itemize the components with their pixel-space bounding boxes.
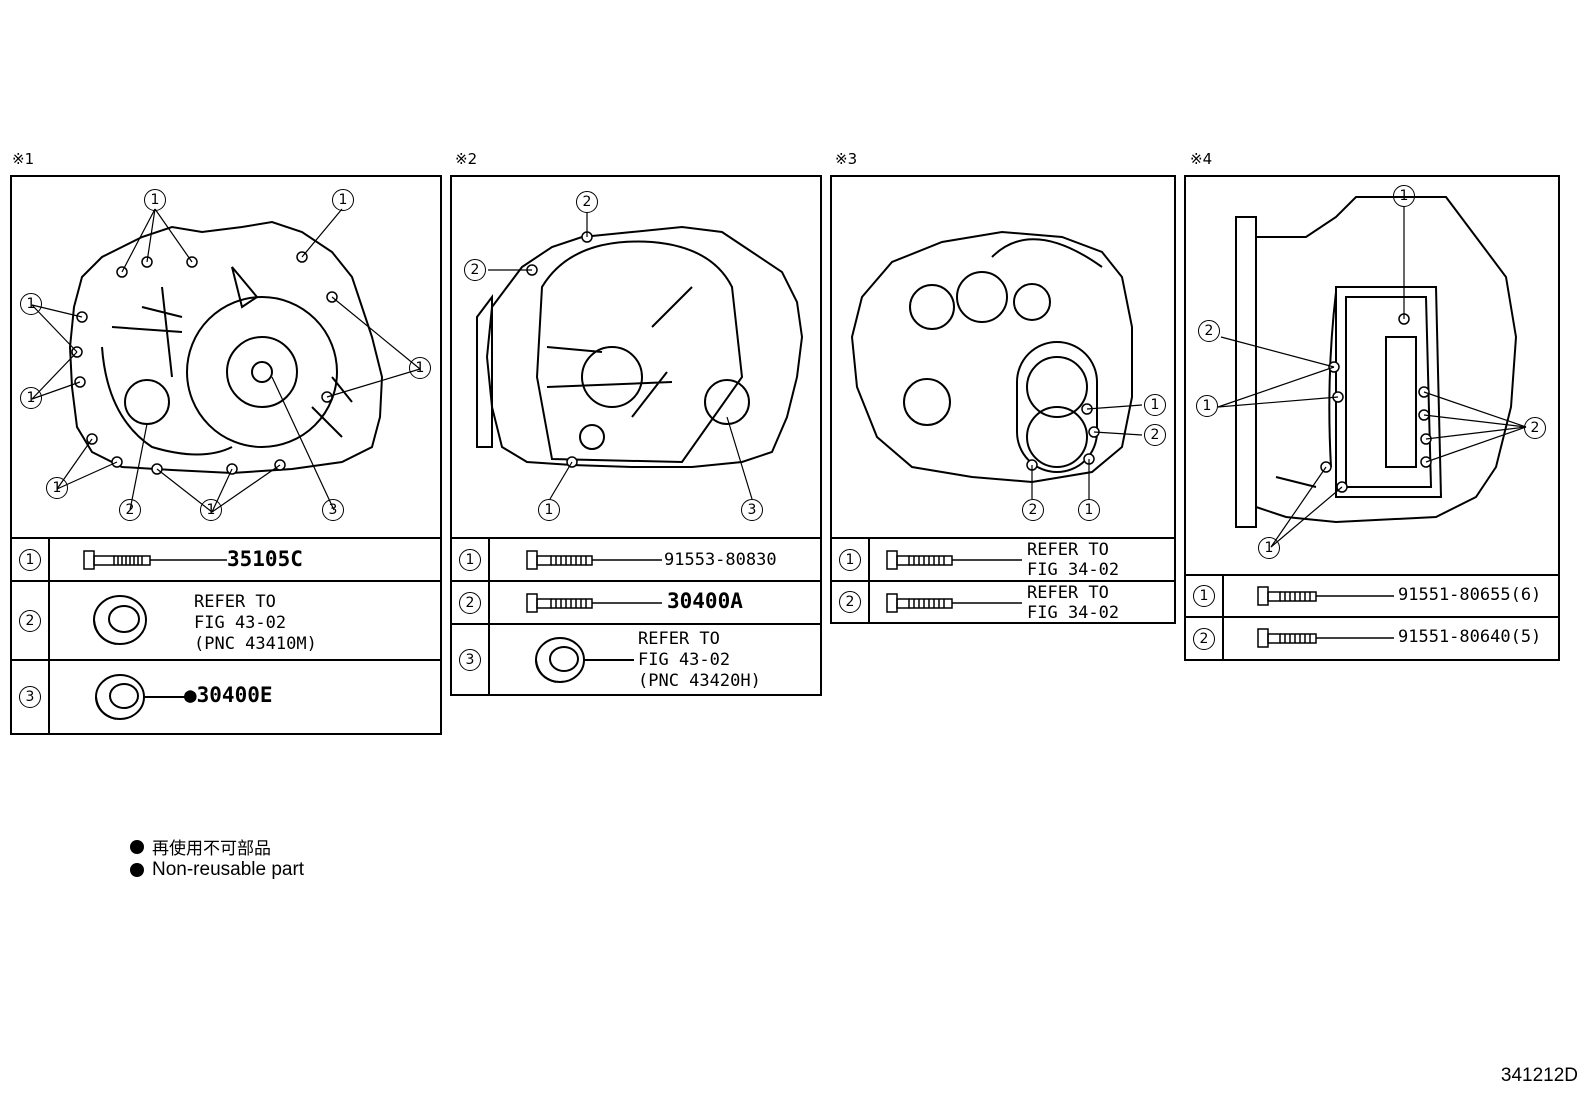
- row-number: 2: [1193, 627, 1215, 650]
- refer-line: REFER TO: [194, 592, 276, 612]
- callout-1: 1: [1144, 394, 1166, 416]
- bullet-icon: [130, 839, 144, 854]
- bolt-icon: [83, 550, 227, 570]
- part-number: 91551-80640(5): [1398, 627, 1542, 647]
- legend-en: Non-reusable part: [130, 859, 304, 881]
- bolt-icon: [1257, 586, 1394, 606]
- panel-2-mark: ※2: [455, 150, 478, 168]
- row-number: 2: [19, 609, 41, 632]
- callout-1: 1: [200, 499, 222, 521]
- part-number: 35105C: [227, 547, 303, 571]
- part-number: ●30400E: [184, 683, 273, 707]
- refer-line: (PNC 43410M): [194, 634, 317, 654]
- table-row: 1 REFER TO FIG 34-02: [832, 537, 1174, 580]
- part-number: 91553-80830: [664, 550, 777, 570]
- bolt-icon: [526, 593, 662, 613]
- row-number: 1: [19, 548, 41, 571]
- callout-1: 1: [144, 189, 166, 211]
- panel-3: 1 2 2 1 1 REFER TO FIG 34-02 2 REFER TO …: [830, 175, 1176, 624]
- callout-1: 1: [1078, 499, 1100, 521]
- legend-jp: 再使用不可部品: [130, 834, 271, 859]
- callout-2: 2: [1144, 424, 1166, 446]
- panel-2: 2 2 1 3 1 91553-80830 2 30400A 3 REFER T…: [450, 175, 822, 696]
- table-row: 1 91553-80830: [452, 537, 820, 580]
- row-number: 1: [1193, 585, 1215, 607]
- refer-line: FIG 34-02: [1027, 603, 1120, 623]
- panel-3-illustration: [850, 230, 1143, 499]
- oil-seal-icon: [95, 674, 190, 720]
- panel-1: 1 1 1 1 1 2 1 3 1 1 35105C 2 REFER TO FI…: [10, 175, 442, 735]
- refer-line: (PNC 43420H): [638, 671, 761, 691]
- oil-seal-icon: [93, 595, 147, 645]
- figure-code: 341212D: [1500, 1065, 1578, 1086]
- panel-4-illustration: [1217, 196, 1527, 548]
- bullet-icon: [130, 863, 144, 877]
- row-number: 3: [19, 686, 41, 708]
- bolt-icon: [886, 550, 1022, 570]
- callout-2: 2: [464, 259, 486, 281]
- part-number: 91551-80655(6): [1398, 585, 1542, 605]
- callout-1: 1: [20, 387, 42, 409]
- panel-3-mark: ※3: [835, 150, 858, 168]
- callout-1: 1: [1258, 537, 1280, 559]
- row-number: 1: [839, 548, 861, 571]
- callout-2: 2: [576, 191, 598, 213]
- table-row: 2 91551-80640(5): [1186, 616, 1558, 659]
- row-number: 2: [839, 591, 861, 613]
- callout-3: 3: [322, 499, 344, 521]
- oil-seal-icon: [535, 637, 634, 683]
- callout-2: 2: [119, 499, 141, 521]
- bolt-icon: [886, 593, 1022, 613]
- bolt-icon: [1257, 628, 1394, 648]
- refer-line: FIG 43-02: [194, 613, 287, 633]
- callout-1: 1: [1196, 395, 1218, 417]
- callout-1: 1: [1393, 185, 1415, 207]
- callout-2: 2: [1022, 499, 1044, 521]
- panel-4: 1 2 1 2 1 1 91551-80655(6) 2 91551-80640…: [1184, 175, 1560, 661]
- callout-1: 1: [538, 499, 560, 521]
- refer-line: REFER TO: [638, 629, 720, 649]
- callout-1: 1: [46, 477, 68, 499]
- legend-en-text: Non-reusable part: [152, 859, 305, 880]
- callout-2: 2: [1524, 417, 1546, 439]
- table-row: 2 REFER TO FIG 43-02 (PNC 43410M): [12, 580, 440, 659]
- table-row: 2 REFER TO FIG 34-02: [832, 580, 1174, 623]
- table-row: 3 REFER TO FIG 43-02 (PNC 43420H): [452, 623, 820, 694]
- row-number: 3: [459, 648, 481, 671]
- refer-line: REFER TO: [1027, 583, 1109, 603]
- refer-line: FIG 34-02: [1027, 560, 1120, 580]
- row-number: 2: [459, 591, 481, 614]
- row-number: 1: [459, 548, 481, 571]
- panel-2-illustration: [476, 213, 804, 500]
- callout-1: 1: [409, 357, 431, 379]
- bolt-icon: [526, 550, 662, 570]
- callout-3: 3: [741, 499, 763, 521]
- panel-4-mark: ※4: [1190, 150, 1213, 168]
- part-number: 30400A: [667, 589, 743, 613]
- table-row: 1 91551-80655(6): [1186, 574, 1558, 616]
- refer-line: FIG 43-02: [638, 650, 731, 670]
- legend-jp-text: 再使用不可部品: [152, 839, 271, 859]
- panel-1-illustration: [31, 208, 421, 513]
- table-row: 2 30400A: [452, 580, 820, 623]
- table-row: 1 35105C: [12, 537, 440, 580]
- callout-1: 1: [20, 293, 42, 315]
- table-row: 3 ●30400E: [12, 659, 440, 733]
- panel-1-mark: ※1: [12, 150, 35, 168]
- callout-2: 2: [1198, 320, 1220, 342]
- callout-1: 1: [332, 189, 354, 211]
- refer-line: REFER TO: [1027, 540, 1109, 560]
